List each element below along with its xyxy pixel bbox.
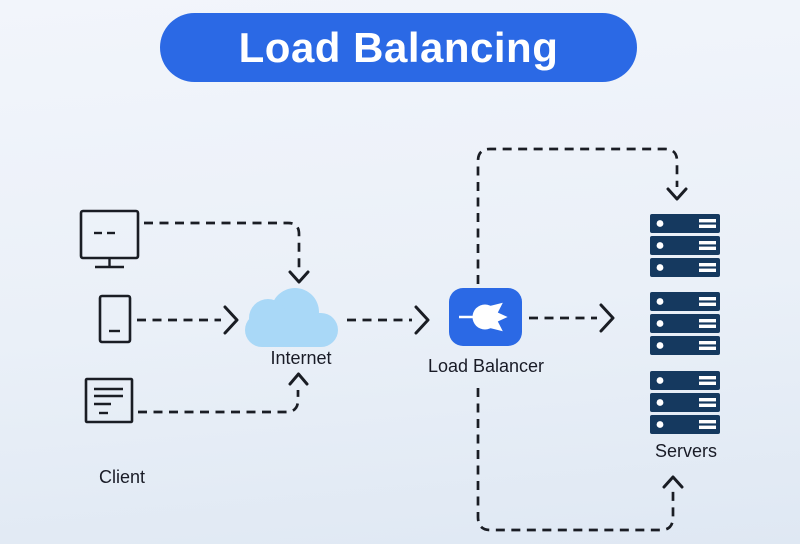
server-unit (650, 236, 720, 255)
server-unit (650, 415, 720, 434)
server-unit (650, 336, 720, 355)
server-unit (650, 214, 720, 233)
server-rack-top (650, 214, 720, 277)
edge-load-balancer-to-bottom-rack (476, 388, 684, 532)
servers-label: Servers (654, 441, 718, 461)
server-unit (650, 314, 720, 333)
internet-label: Internet (270, 348, 332, 368)
server-rack-bottom (650, 371, 720, 434)
document-icon (84, 377, 134, 424)
load-balancer-icon (449, 288, 522, 346)
server-rack-middle (650, 292, 720, 355)
server-unit (650, 371, 720, 390)
page-title: Load Balancing (238, 23, 559, 71)
client-label: Client (98, 467, 146, 487)
edge-internet-to-load-balancer (347, 305, 430, 335)
edge-load-balancer-to-top-rack (476, 147, 688, 284)
edge-document-to-internet (138, 372, 309, 414)
edge-monitor-to-internet (144, 221, 310, 284)
edge-tablet-to-internet (137, 305, 239, 335)
title-pill: Load Balancing (160, 13, 637, 82)
server-unit (650, 292, 720, 311)
server-unit (650, 258, 720, 277)
cloud-icon (245, 288, 338, 347)
server-unit (650, 393, 720, 412)
desktop-monitor-icon (79, 209, 140, 269)
edge-load-balancer-to-middle-rack (529, 303, 615, 333)
load-balancer-label: Load Balancer (427, 356, 545, 376)
tablet-icon (98, 294, 132, 344)
